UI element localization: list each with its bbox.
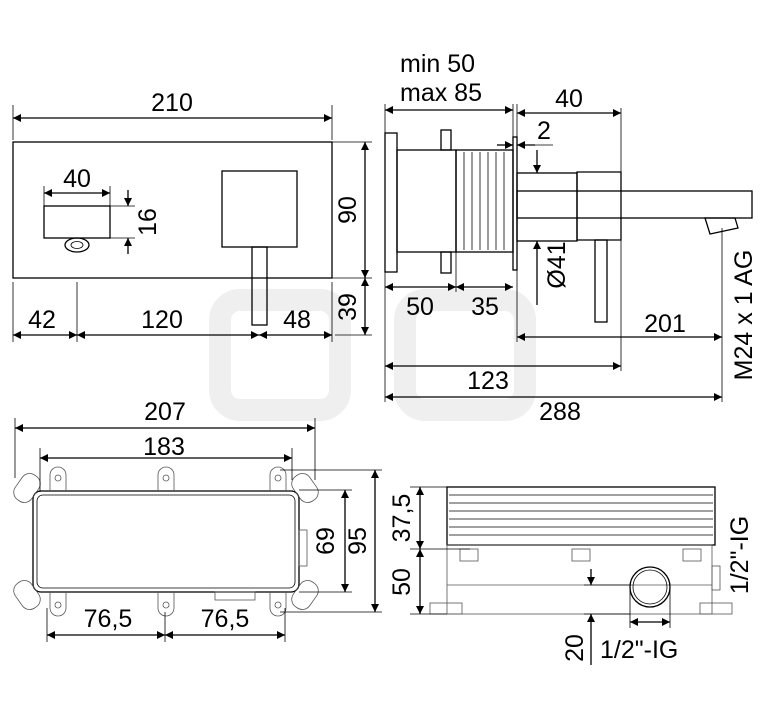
dim-pitch-left: 76,5 [84,605,133,633]
outlet-holder [43,205,111,239]
thread-label: M24 x 1 AG [730,250,758,381]
spout-rosette [516,172,578,242]
extension-sleeve [446,486,716,546]
dim-body-a: 50 [406,293,434,321]
dim-spout-reach: 201 [644,310,686,338]
aerator [704,217,739,235]
side-view: min 50 max 85 40 2 Ø41 50 35 201 123 288… [384,50,758,426]
dim-width: 210 [151,89,193,117]
hose-connector [64,237,90,253]
box-top-view: 207 183 69 95 76,5 76,5 [13,398,382,642]
lever-handle-stem [251,246,268,326]
dim-overall-b: 288 [539,398,581,426]
dim-pitch-right: 76,5 [201,605,250,633]
valve-body [396,149,457,253]
dim-diameter: Ø41 [543,241,571,288]
dim-width-inner: 183 [143,433,185,461]
watermark-logo [209,289,536,421]
dim-right-offset: 48 [283,306,311,334]
dim-height: 90 [334,196,362,224]
mounting-ears [13,466,319,617]
dim-plate: 2 [537,117,551,145]
box-body [446,544,713,615]
lever-body [576,171,622,241]
dim-depth-min: min 50 [400,50,475,78]
connection-bottom-label: 1/2"-IG [600,636,678,664]
front-view: 210 40 16 90 39 42 120 48 [12,89,372,342]
dim-width-outer: 207 [144,398,186,426]
dim-outlet-width: 40 [63,165,91,193]
dim-depth-max: max 85 [400,79,482,107]
dim-lower: 39 [334,293,362,321]
dim-depth-upper: 37,5 [388,494,416,543]
pipe-connection [629,566,671,608]
dim-height-inner: 69 [312,527,340,555]
dim-spacing: 120 [141,306,183,334]
dim-left-offset: 42 [28,306,56,334]
box-side-view: 37,5 50 20 1/2"-IG 1/2"-IG [388,486,754,665]
lever [594,239,608,323]
spout [516,190,753,219]
mounting-flange [384,132,398,273]
dim-outlet-height: 16 [134,208,162,236]
dim-pipe-offset: 20 [561,634,589,662]
dim-depth-lower: 50 [388,568,416,596]
dim-body-b: 35 [471,293,499,321]
connection-side-label: 1/2"-IG [726,516,754,594]
extension-ribs [455,149,514,253]
cover-plate [12,141,333,279]
dim-height-outer: 95 [344,527,372,555]
dim-projection: 40 [555,85,583,113]
dim-overall-a: 123 [467,367,509,395]
lever-handle-head [221,170,298,248]
